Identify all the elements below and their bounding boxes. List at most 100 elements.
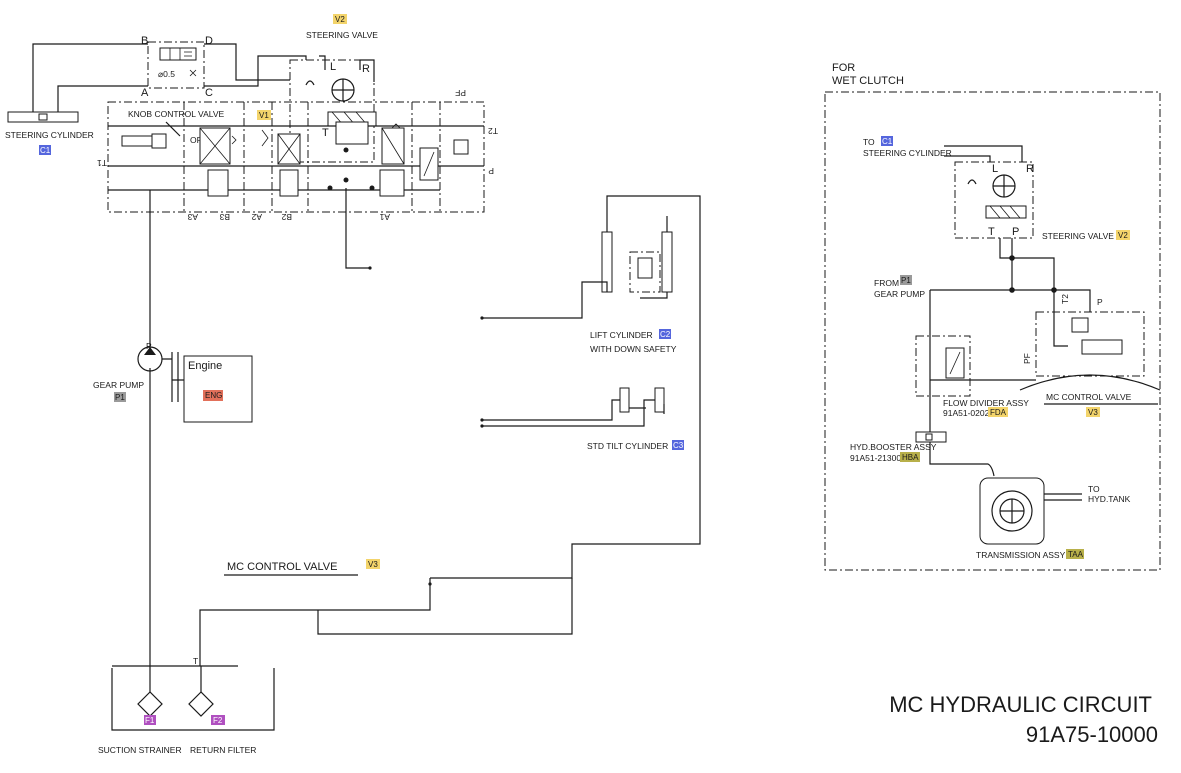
priority-outline (147, 41, 205, 89)
gear-pump-arrow (144, 347, 156, 355)
port-a: A (141, 87, 149, 99)
spool-3b (207, 169, 229, 197)
lift-cylinder-tag-box (659, 329, 671, 339)
steering-motor-cross (332, 79, 354, 101)
flow-divider-tag-box (988, 407, 1008, 417)
tank-body (111, 668, 275, 731)
strainer-tag: F1 (145, 716, 155, 725)
steering-spring (305, 80, 315, 86)
orifice-mark (189, 69, 197, 77)
right-p-port: P (1097, 297, 1103, 307)
port-pf: PF (455, 88, 466, 98)
spool-steer (335, 121, 369, 145)
engine: Engine ENG (183, 355, 253, 423)
to-steering-tag: C1 (882, 137, 893, 146)
right-steering-l: L (992, 163, 998, 175)
right-steering-label: STEERING VALVE (1042, 231, 1114, 241)
engine-tag: ENG (205, 391, 222, 400)
tank-port-t: T (193, 656, 198, 666)
return-line-lift (317, 578, 573, 635)
tilt-cylinder-right (654, 387, 665, 413)
right-steering-spool-arrows (989, 205, 1021, 219)
steering-port-r: R (362, 63, 370, 75)
bottom-port-2: A2 (251, 212, 262, 222)
return-line-filter (199, 578, 431, 666)
lift-cylinder-label-1: LIFT CYLINDER (590, 330, 653, 340)
booster-1: HYD.BOOSTER ASSY (850, 442, 937, 452)
right-steering-tag: V2 (1118, 231, 1128, 240)
knob-valve-tag-box (257, 110, 271, 120)
flow-divider-tag: FDA (990, 408, 1007, 417)
right-steering-p: P (1012, 226, 1019, 238)
tilt-hoses (482, 399, 665, 427)
tilt-cylinder-left (619, 387, 630, 413)
lift-cylinder-label-2: WITH DOWN SAFETY (590, 344, 677, 354)
engine-tag-box (203, 390, 223, 401)
transmission-label: TRANSMISSION ASSY (976, 550, 1066, 560)
spool-1b (379, 169, 405, 197)
right-mc-tag-box (1086, 407, 1100, 417)
steering-port-l: L (330, 61, 336, 73)
knob-symbol (121, 135, 153, 147)
steering-cylinder-piston (38, 113, 48, 121)
flow-divider-arrow (949, 351, 961, 375)
knob-control-valve: KNOB CONTROL VALVE V1 ORX MHI PF T2 T1 P… (97, 88, 498, 222)
line-end-dot (368, 266, 372, 270)
right-steering-down-lines (999, 238, 1055, 290)
to-tank-1: TO (1088, 484, 1100, 494)
right-steering-outline (954, 161, 1034, 239)
from-pump-1: FROM (874, 278, 899, 288)
tank-drops (149, 666, 202, 692)
to-steering-1: TO (863, 137, 875, 147)
mc-control-label: MC CONTROL VALVE (227, 561, 337, 573)
flow-divider-2: 91A51-02020 (943, 408, 994, 418)
right-pressure-line (930, 289, 1091, 312)
to-tank-2: HYD.TANK (1088, 494, 1131, 504)
flow-divider-1: FLOW DIVIDER ASSY (943, 398, 1029, 408)
steering-valve-label: STEERING VALVE (306, 30, 378, 40)
right-steering-r: R (1026, 163, 1034, 175)
booster-line (929, 442, 995, 477)
from-pump-2: GEAR PUMP (874, 289, 925, 299)
filter-tag: F2 (213, 716, 223, 725)
gear-pump-label: GEAR PUMP (93, 380, 144, 390)
wet-clutch-panel: FOR WET CLUTCH TO C1 STEERING CYLINDER L… (824, 62, 1161, 571)
valve-return-line (345, 188, 370, 269)
strainer-label: SUCTION STRAINER (98, 745, 182, 755)
gear-pump-tag: P1 (115, 393, 125, 402)
steering-priority-block: B D A C ⌀0.5 (141, 35, 213, 99)
tilt-cylinder-label: STD TILT CYLINDER (587, 441, 668, 451)
right-steering-motor-cross (993, 175, 1015, 197)
flow-divider-outline (915, 335, 971, 397)
title-number: 91A75-10000 (1026, 722, 1158, 747)
port-t2: T2 (488, 126, 498, 136)
pump-port-p: P (146, 341, 152, 351)
port-c: C (205, 87, 213, 99)
booster-piston (925, 433, 933, 441)
tilt-cylinder-tag: C3 (673, 441, 684, 450)
bottom-port-0: A3 (187, 212, 198, 222)
priority-spool-marks (169, 48, 192, 60)
transmission-cross (1000, 499, 1024, 523)
tilt-cylinder-group: STD TILT CYLINDER C3 (480, 387, 684, 451)
right-steering-t: T (988, 226, 995, 238)
port-t1: T1 (97, 158, 107, 168)
knob-valve-sections (183, 102, 441, 212)
gear-pump-tag-box (114, 392, 126, 402)
booster-tag: HBA (902, 453, 919, 462)
right-steering-tag-box (1116, 230, 1130, 240)
mc-control-tag: V3 (368, 560, 378, 569)
flow-divider-arrow (423, 151, 435, 177)
lift-cylinder-group: LIFT CYLINDER C2 WITH DOWN SAFETY (430, 195, 701, 579)
bottom-port-4: A1 (379, 212, 390, 222)
right-mc-relief (1071, 317, 1089, 333)
right-mc-valve-spool (1081, 339, 1123, 355)
right-mc-valve-outline (1035, 311, 1145, 377)
steering-cylinder-label: STEERING CYLINDER (5, 130, 94, 140)
to-tank-lines (1044, 493, 1082, 501)
steering-cylinder-tag-box (39, 145, 51, 155)
priority-to-steering-lines (204, 43, 307, 87)
right-pf: PF (1022, 353, 1032, 364)
to-steering-tag-box (881, 136, 893, 146)
